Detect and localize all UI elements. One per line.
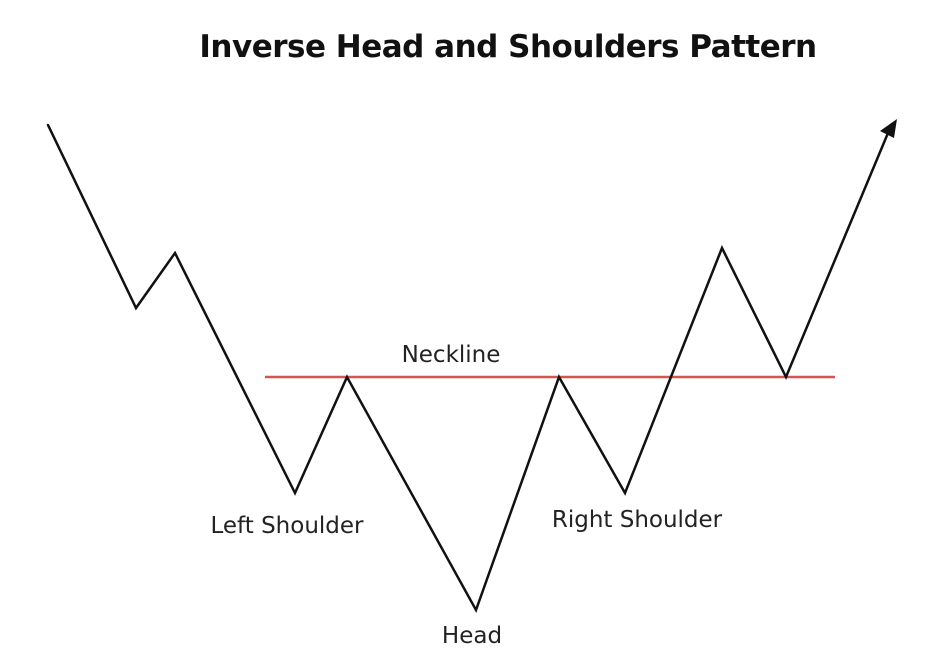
- price-path: [46, 123, 890, 614]
- head-label: Head: [442, 623, 502, 649]
- neckline-label: Neckline: [402, 342, 501, 368]
- right-shoulder-label: Right Shoulder: [552, 507, 723, 533]
- left-shoulder-label: Left Shoulder: [210, 513, 364, 539]
- diagram-title: Inverse Head and Shoulders Pattern: [199, 29, 816, 65]
- uptrend-arrowhead: [880, 119, 897, 138]
